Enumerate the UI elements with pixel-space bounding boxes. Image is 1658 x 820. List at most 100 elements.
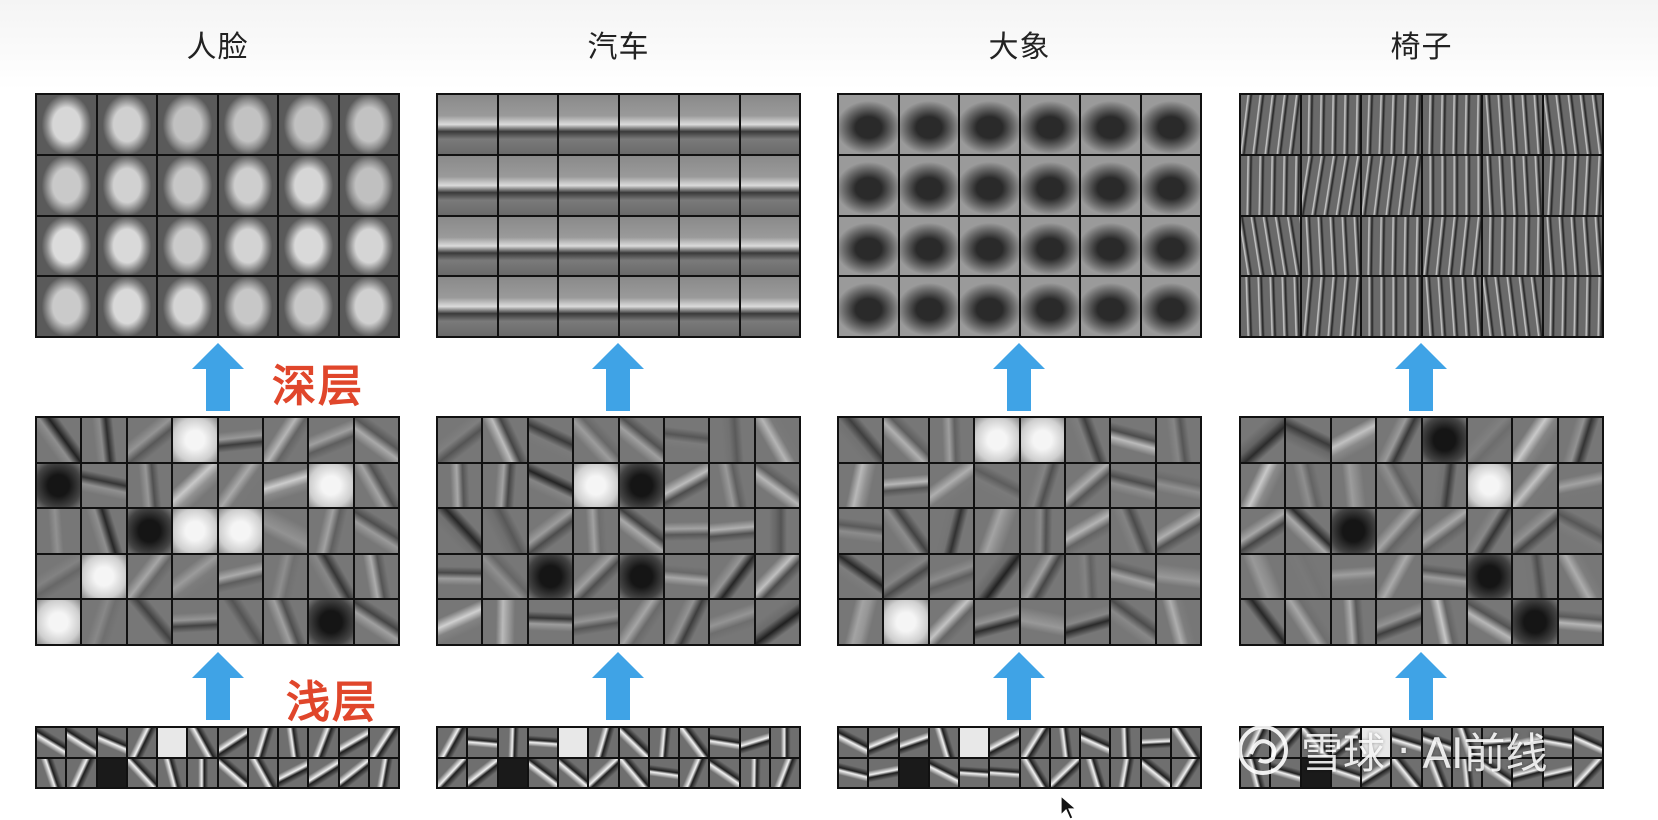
deep-feature-tile (559, 216, 618, 276)
shallow-feature-tile (127, 728, 156, 757)
deep-feature-tile (158, 95, 217, 154)
deep-feature-tile (1141, 216, 1200, 276)
mid-feature-tile (929, 600, 974, 644)
shallow-feature-tile (339, 758, 368, 787)
deep-feature-tile (1020, 277, 1079, 336)
deep-feature-tile (438, 216, 497, 276)
mid-feature-tile (884, 418, 928, 462)
mid-feature-tile (839, 509, 883, 553)
deep-feature-tile (279, 277, 338, 336)
mid-feature-tile (1286, 600, 1330, 644)
shallow-feature-grid-elephants (837, 726, 1202, 789)
shallow-feature-tile (498, 728, 527, 757)
shallow-feature-tile (1483, 758, 1512, 787)
deep-feature-tile (339, 155, 398, 215)
shallow-feature-tile (1483, 728, 1512, 757)
deep-feature-tile (899, 155, 958, 215)
shallow-feature-tile (188, 728, 217, 757)
shallow-feature-tile (1543, 728, 1572, 757)
mid-feature-tile (528, 554, 573, 599)
column-title-faces: 人脸 (186, 30, 249, 65)
deep-feature-tile (619, 216, 678, 276)
mid-feature-tile (438, 600, 482, 644)
mid-feature-tile (309, 418, 353, 462)
watermark: 雪球 · AI前线 (1237, 722, 1548, 778)
deep-feature-tile (37, 95, 96, 154)
deep-feature-tile (1543, 277, 1602, 336)
deep-feature-tile (498, 155, 557, 215)
shallow-feature-tile (248, 728, 277, 757)
deep-feature-tile (1141, 277, 1200, 336)
shallow-feature-tile (279, 728, 308, 757)
deep-feature-tile (1081, 216, 1140, 276)
mid-feature-tile (574, 554, 618, 599)
mid-feature-tile (710, 554, 754, 599)
deep-feature-tile (218, 277, 277, 336)
shallow-feature-tile (1171, 728, 1200, 757)
mid-feature-tile (1156, 554, 1200, 599)
mid-feature-tile (884, 600, 928, 644)
deep-feature-tile (279, 155, 338, 215)
shallow-feature-tile (1111, 758, 1140, 787)
mid-feature-tile (1111, 554, 1155, 599)
mid-feature-tile (1286, 463, 1330, 508)
mid-feature-grid-elephants (837, 416, 1202, 646)
mid-feature-tile (1377, 554, 1421, 599)
mid-feature-tile (1286, 418, 1330, 462)
mid-feature-tile (1020, 509, 1064, 553)
shallow-feature-tile (1081, 728, 1110, 757)
mid-feature-tile (1467, 600, 1512, 644)
shallow-feature-tile (619, 728, 648, 757)
shallow-feature-tile (1050, 728, 1079, 757)
shallow-feature-tile (839, 758, 868, 787)
shallow-feature-tile (680, 758, 709, 787)
mid-feature-grid-chairs (1239, 416, 1604, 646)
shallow-feature-grid-chairs (1239, 726, 1604, 789)
mid-feature-tile (438, 463, 482, 508)
up-arrow-icon (1395, 343, 1447, 411)
deep-feature-tile (218, 216, 277, 276)
mid-feature-tile (1467, 509, 1512, 553)
deep-feature-tile (680, 155, 739, 215)
deep-feature-tile (1543, 216, 1602, 276)
deep-feature-tile (1422, 155, 1481, 215)
mid-feature-tile (975, 509, 1019, 553)
deep-feature-tile (1422, 95, 1481, 154)
shallow-feature-tile (770, 728, 799, 757)
mid-feature-tile (929, 509, 974, 553)
mid-feature-tile (1156, 463, 1200, 508)
mid-feature-tile (1422, 463, 1466, 508)
deep-feature-tile (1081, 155, 1140, 215)
shallow-feature-tile (1331, 758, 1360, 787)
shallow-feature-tile (1081, 758, 1110, 787)
shallow-layer-label: 浅层 (286, 677, 378, 728)
mid-feature-tile (1241, 418, 1285, 462)
mid-feature-tile (1558, 554, 1602, 599)
deep-feature-tile (1301, 155, 1360, 215)
shallow-feature-tile (710, 728, 739, 757)
shallow-feature-tile (1271, 758, 1300, 787)
mid-feature-tile (1020, 418, 1064, 462)
mid-feature-tile (619, 463, 663, 508)
deep-feature-tile (1483, 95, 1542, 154)
mid-feature-tile (1065, 554, 1110, 599)
shallow-feature-tile (869, 728, 898, 757)
mid-feature-tile (664, 554, 709, 599)
mid-feature-tile (710, 600, 754, 644)
mid-feature-tile (884, 463, 928, 508)
deep-feature-tile (1020, 216, 1079, 276)
deep-feature-tile (498, 216, 557, 276)
deep-feature-tile (740, 216, 799, 276)
shallow-feature-tile (740, 758, 769, 787)
shallow-feature-tile (37, 728, 66, 757)
shallow-feature-tile (1111, 728, 1140, 757)
deep-feature-tile (1081, 277, 1140, 336)
deep-feature-grid-cars (436, 93, 801, 338)
deep-feature-tile (1422, 216, 1481, 276)
shallow-feature-tile (1452, 758, 1481, 787)
mid-feature-tile (1513, 418, 1557, 462)
up-arrow-icon (592, 343, 644, 411)
deep-feature-tile (438, 95, 497, 154)
deep-layer-label: 深层 (272, 361, 364, 412)
mid-feature-tile (218, 418, 262, 462)
